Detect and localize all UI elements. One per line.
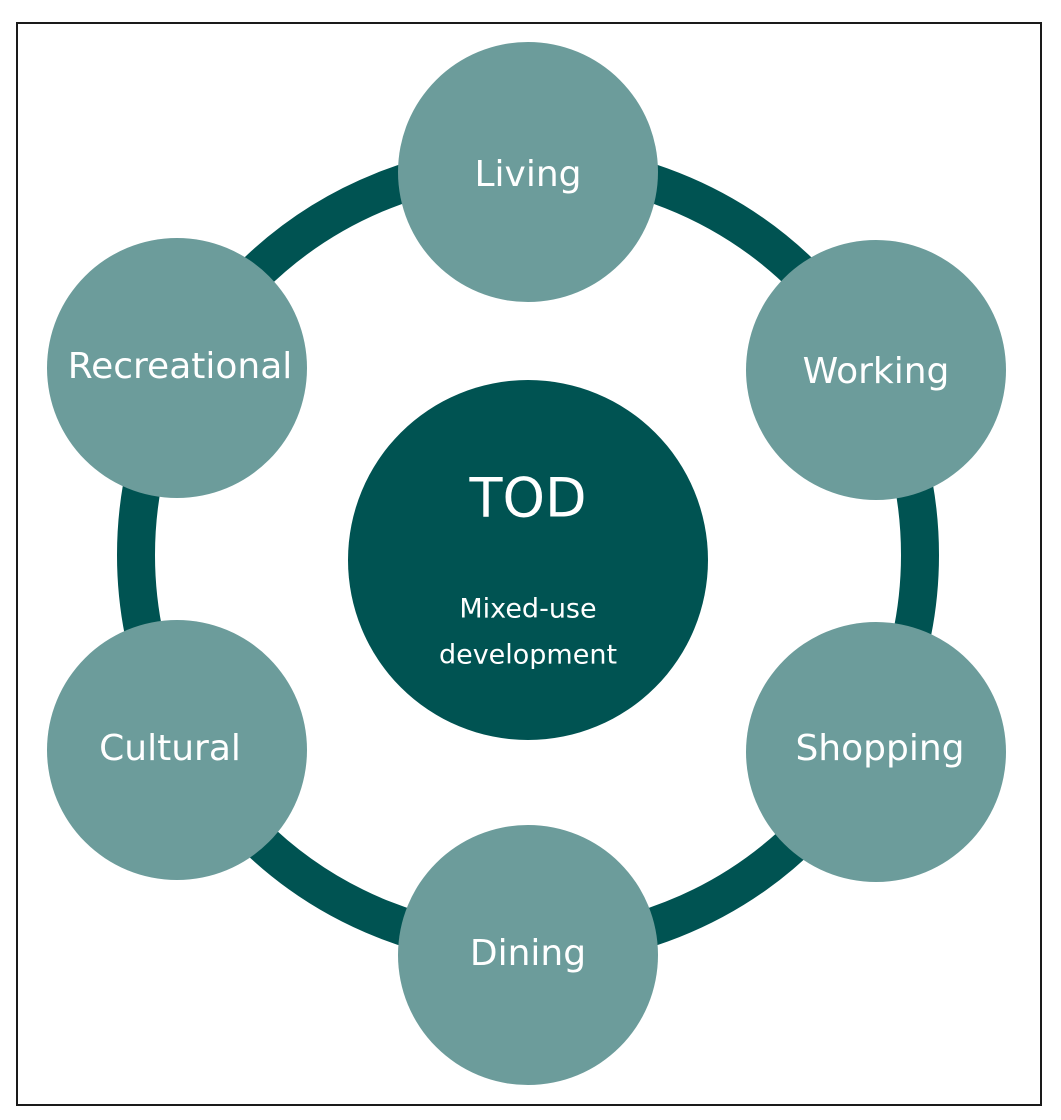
hub-title: TOD	[468, 467, 586, 530]
node-living-label: Living	[474, 154, 581, 195]
node-dining: Dining	[398, 825, 658, 1085]
node-working: Working	[746, 240, 1006, 500]
hub-subtitle-line1: Mixed-use	[459, 594, 596, 625]
node-living: Living	[398, 42, 658, 302]
node-dining-label: Dining	[470, 933, 586, 974]
hub-subtitle-line2: development	[439, 640, 617, 671]
node-cultural-circle	[47, 620, 307, 880]
node-working-circle	[746, 240, 1006, 500]
node-recreational-label: Recreational	[68, 346, 293, 387]
hub-circle	[348, 380, 708, 740]
node-dining-circle	[398, 825, 658, 1085]
diagram-frame	[16, 22, 1042, 1106]
node-shopping: Shopping	[746, 622, 1006, 882]
node-recreational-circle	[47, 238, 307, 498]
node-shopping-label: Shopping	[795, 728, 964, 769]
node-living-circle	[398, 42, 658, 302]
node-recreational: Recreational	[47, 238, 307, 498]
node-cultural: Cultural	[47, 620, 307, 880]
hub: TOD Mixed-use development	[348, 380, 708, 740]
node-working-label: Working	[803, 351, 950, 392]
node-shopping-circle	[746, 622, 1006, 882]
node-cultural-label: Cultural	[99, 728, 241, 769]
